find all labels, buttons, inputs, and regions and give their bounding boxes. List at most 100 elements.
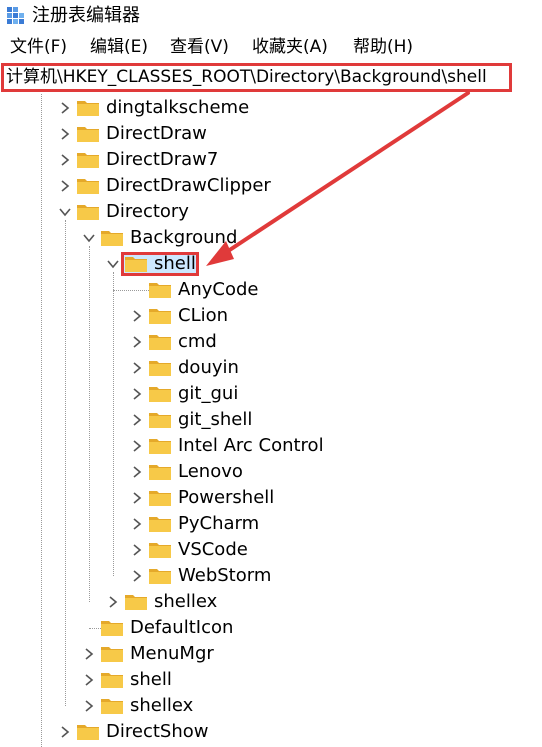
folder-icon <box>149 309 171 324</box>
menu-help[interactable]: 帮助(H) <box>353 37 414 57</box>
folder-icon <box>77 205 99 220</box>
tree-item[interactable]: shell <box>0 667 542 693</box>
folder-icon <box>101 673 123 688</box>
chevron-right-icon[interactable] <box>130 490 144 504</box>
folder-icon <box>149 543 171 558</box>
tree-item-label: git_gui <box>178 383 239 404</box>
tree-item[interactable]: shell <box>0 251 542 277</box>
folder-icon <box>149 517 171 532</box>
tree-guide-line <box>65 220 66 706</box>
tree-item[interactable]: DirectDrawClipper <box>0 173 542 199</box>
chevron-right-icon[interactable] <box>58 126 72 140</box>
folder-icon <box>77 101 99 116</box>
tree-item-label: shellex <box>130 695 194 716</box>
folder-icon <box>125 595 147 610</box>
tree-item[interactable]: dingtalkscheme <box>0 95 542 121</box>
folder-icon <box>149 491 171 506</box>
chevron-right-icon[interactable] <box>130 568 144 582</box>
folder-icon <box>149 569 171 584</box>
folder-icon <box>101 647 123 662</box>
folder-icon <box>77 179 99 194</box>
tree-guide-line <box>89 246 90 602</box>
folder-icon <box>149 413 171 428</box>
tree-guide-line <box>89 628 101 629</box>
tree-item[interactable]: Background <box>0 225 542 251</box>
tree-item-label: MenuMgr <box>130 643 214 664</box>
menu-edit[interactable]: 编辑(E) <box>90 37 149 57</box>
tree-item[interactable]: Intel Arc Control <box>0 433 542 459</box>
chevron-right-icon[interactable] <box>130 438 144 452</box>
tree-item-label: Powershell <box>178 487 275 508</box>
chevron-right-icon[interactable] <box>130 308 144 322</box>
tree-item-label: WebStorm <box>178 565 272 586</box>
tree-item[interactable]: CLion <box>0 303 542 329</box>
chevron-down-icon[interactable] <box>106 256 120 270</box>
chevron-down-icon[interactable] <box>58 204 72 218</box>
menu-file[interactable]: 文件(F) <box>10 37 68 57</box>
registry-editor-icon <box>7 7 24 24</box>
tree-item[interactable]: shellex <box>0 693 542 719</box>
tree-item[interactable]: douyin <box>0 355 542 381</box>
tree-item[interactable]: cmd <box>0 329 542 355</box>
chevron-right-icon[interactable] <box>58 724 72 738</box>
folder-icon <box>149 439 171 454</box>
tree-item-label: PyCharm <box>178 513 260 534</box>
tree-item-label: CLion <box>178 305 229 326</box>
tree-item-label: Intel Arc Control <box>178 435 324 456</box>
tree-guide-line <box>41 94 42 747</box>
tree-item[interactable]: DirectDraw <box>0 121 542 147</box>
tree-item[interactable]: PyCharm <box>0 511 542 537</box>
folder-icon <box>77 725 99 740</box>
chevron-right-icon[interactable] <box>130 386 144 400</box>
tree-item[interactable]: VSCode <box>0 537 542 563</box>
chevron-right-icon[interactable] <box>130 516 144 530</box>
chevron-right-icon[interactable] <box>82 698 96 712</box>
chevron-right-icon[interactable] <box>58 178 72 192</box>
chevron-right-icon[interactable] <box>58 100 72 114</box>
folder-icon <box>149 335 171 350</box>
tree-item[interactable]: git_gui <box>0 381 542 407</box>
tree-item[interactable]: Lenovo <box>0 459 542 485</box>
tree-item-label: DirectDraw <box>106 123 207 144</box>
window-title: 注册表编辑器 <box>32 5 140 26</box>
tree-item[interactable]: DefaultIcon <box>0 615 542 641</box>
tree-item[interactable]: MenuMgr <box>0 641 542 667</box>
tree-item-label: dingtalkscheme <box>106 97 250 118</box>
tree-item-label: Background <box>130 227 238 248</box>
address-path: 计算机\HKEY_CLASSES_ROOT\Directory\Backgrou… <box>6 67 487 87</box>
tree-item-label: DirectDraw7 <box>106 149 219 170</box>
chevron-right-icon[interactable] <box>58 152 72 166</box>
folder-icon <box>101 231 123 246</box>
chevron-right-icon[interactable] <box>82 672 96 686</box>
chevron-right-icon[interactable] <box>130 334 144 348</box>
address-bar[interactable]: 计算机\HKEY_CLASSES_ROOT\Directory\Backgrou… <box>1 63 512 92</box>
tree-item[interactable]: DirectShow <box>0 719 542 745</box>
folder-icon <box>77 153 99 168</box>
tree-item[interactable]: AnyCode <box>0 277 542 303</box>
tree-item-label: cmd <box>178 331 217 352</box>
tree-guide-line <box>113 272 114 576</box>
tree-item[interactable]: Powershell <box>0 485 542 511</box>
tree-item[interactable]: Directory <box>0 199 542 225</box>
tree-item[interactable]: git_shell <box>0 407 542 433</box>
tree-item-label: Directory <box>106 201 189 222</box>
chevron-right-icon[interactable] <box>106 594 120 608</box>
menu-favorites[interactable]: 收藏夹(A) <box>252 37 328 57</box>
folder-icon <box>101 621 123 636</box>
tree-item[interactable]: DirectDraw7 <box>0 147 542 173</box>
tree-item[interactable]: shellex <box>0 589 542 615</box>
tree-item-label: VSCode <box>178 539 248 560</box>
chevron-right-icon[interactable] <box>130 360 144 374</box>
folder-icon <box>149 465 171 480</box>
tree-item-label: shell <box>130 669 172 690</box>
tree-item-label: DirectDrawClipper <box>106 175 271 196</box>
chevron-right-icon[interactable] <box>130 542 144 556</box>
chevron-right-icon[interactable] <box>82 646 96 660</box>
tree-item[interactable]: WebStorm <box>0 563 542 589</box>
tree-guide-line <box>113 290 149 291</box>
tree-item-label: douyin <box>178 357 239 378</box>
menu-view[interactable]: 查看(V) <box>170 37 229 57</box>
chevron-right-icon[interactable] <box>130 412 144 426</box>
chevron-right-icon[interactable] <box>130 464 144 478</box>
chevron-down-icon[interactable] <box>82 230 96 244</box>
